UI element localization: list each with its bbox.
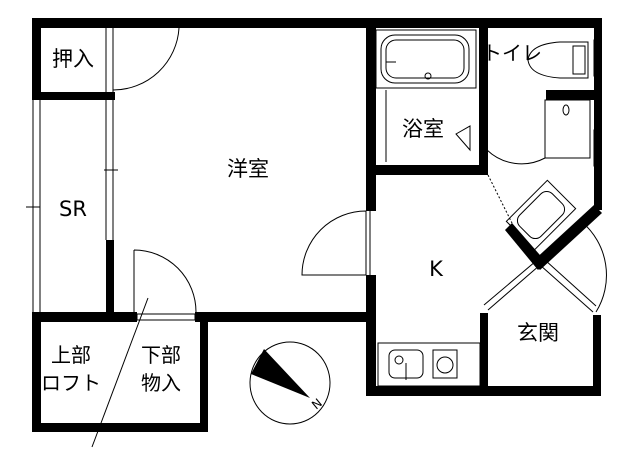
closet-label: 押入 xyxy=(52,47,94,71)
compass: N xyxy=(249,341,331,425)
toilet-label: トイレ xyxy=(482,41,542,65)
loft-label-line1: 上部 xyxy=(51,343,91,367)
stove-icon xyxy=(432,349,458,379)
compass-north-label: N xyxy=(309,396,325,412)
bathroom-label: 浴室 xyxy=(402,117,444,141)
storage-label-line1: 下部 xyxy=(141,343,181,367)
toilet-icon xyxy=(527,41,589,79)
bathtub-icon xyxy=(375,29,477,152)
kitchen-label: K xyxy=(429,257,444,281)
kitchen-counter xyxy=(377,342,481,387)
window-and-door-lines xyxy=(26,27,607,448)
loft-label-line2: ロフト xyxy=(41,371,101,395)
washbasin-icon xyxy=(505,179,577,251)
storage-room-label: SR xyxy=(59,197,87,221)
western-room-label: 洋室 xyxy=(227,157,269,181)
walls xyxy=(32,18,602,432)
compass-needle-icon xyxy=(251,349,310,398)
entrance-label: 玄関 xyxy=(517,321,559,345)
room-labels: 押入 洋室 SR 浴室 トイレ K 玄関 上部 ロフト 下部 物入 xyxy=(41,41,559,395)
storage-label-line2: 物入 xyxy=(141,371,181,395)
